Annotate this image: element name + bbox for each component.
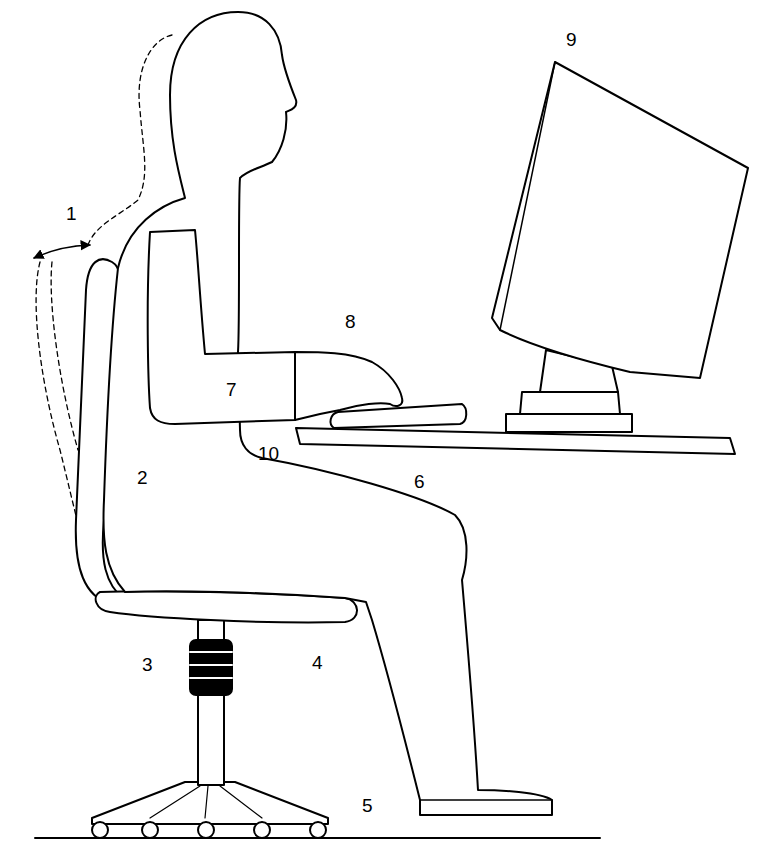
- upper-arm-sleeve: [148, 230, 295, 424]
- callout-number: 5: [362, 796, 373, 815]
- callout-number: 10: [258, 444, 279, 463]
- chair-wheel: [310, 822, 326, 838]
- callout-number: 8: [345, 312, 356, 331]
- callout-number: 4: [312, 653, 323, 672]
- callout-number: 2: [137, 468, 148, 487]
- chair-wheel: [198, 822, 214, 838]
- gas-spring: [190, 640, 232, 695]
- monitor-screen-edge: [500, 62, 555, 330]
- callout-number: 9: [566, 30, 577, 49]
- chair-wheel: [92, 822, 108, 838]
- callout-number: 7: [226, 380, 237, 399]
- chair-wheel: [254, 822, 270, 838]
- chair-base-spokes: [150, 786, 262, 818]
- keyboard: [331, 404, 467, 428]
- gas-spring-rings: [190, 652, 232, 678]
- shoe-line: [420, 799, 552, 801]
- monitor: [492, 62, 748, 378]
- recline-arrow: [34, 245, 90, 258]
- monitor-base: [506, 414, 632, 432]
- monitor-stand: [520, 392, 620, 414]
- alternate-backrest-outline: [51, 262, 78, 450]
- chair-base: [92, 782, 328, 824]
- seated-person: [103, 12, 552, 815]
- callout-number: 3: [142, 655, 153, 674]
- chair-wheel: [142, 822, 158, 838]
- callout-number: 1: [66, 204, 77, 223]
- callout-number: 6: [414, 472, 425, 491]
